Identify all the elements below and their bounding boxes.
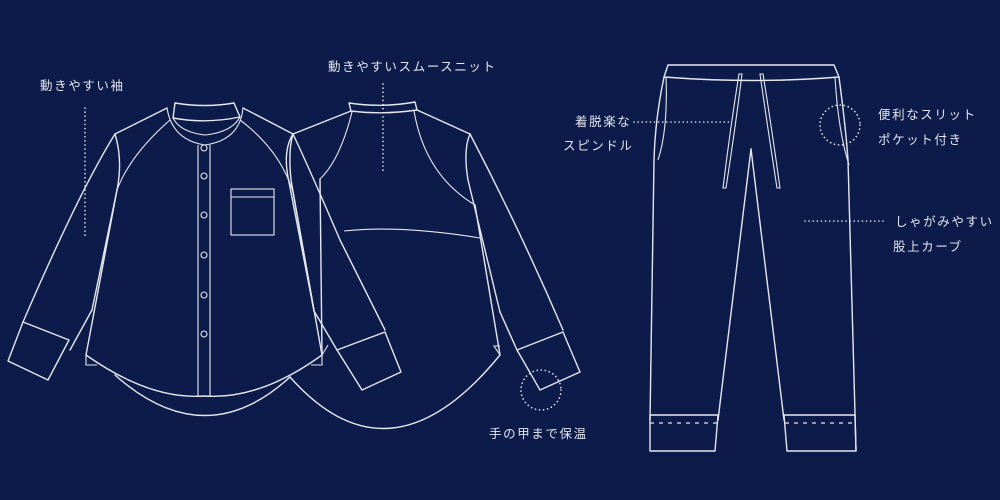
label-drawstring-line1: 着脱楽な bbox=[575, 114, 632, 129]
label-pocket-line2: ポケット付き bbox=[878, 132, 963, 147]
label-pocket-line1: 便利なスリット bbox=[878, 107, 977, 122]
callout-lines bbox=[84, 83, 888, 411]
shirt-front-illustration bbox=[7, 102, 323, 417]
pants-illustration bbox=[649, 64, 857, 452]
label-smooth-knit: 動きやすいスムースニット bbox=[328, 59, 497, 74]
callout-pocket-circle bbox=[819, 104, 861, 146]
shirt-back-illustration bbox=[285, 101, 581, 430]
label-drawstring-line2: スピンドル bbox=[563, 138, 634, 153]
callout-cuff-circle bbox=[520, 369, 562, 411]
label-sleeve: 動きやすい袖 bbox=[40, 78, 125, 93]
label-hand-warmth: 手の甲まで保温 bbox=[489, 426, 588, 441]
label-rise-line2: 股上カーブ bbox=[893, 239, 963, 254]
label-rise-line1: しゃがみやすい bbox=[895, 214, 994, 229]
